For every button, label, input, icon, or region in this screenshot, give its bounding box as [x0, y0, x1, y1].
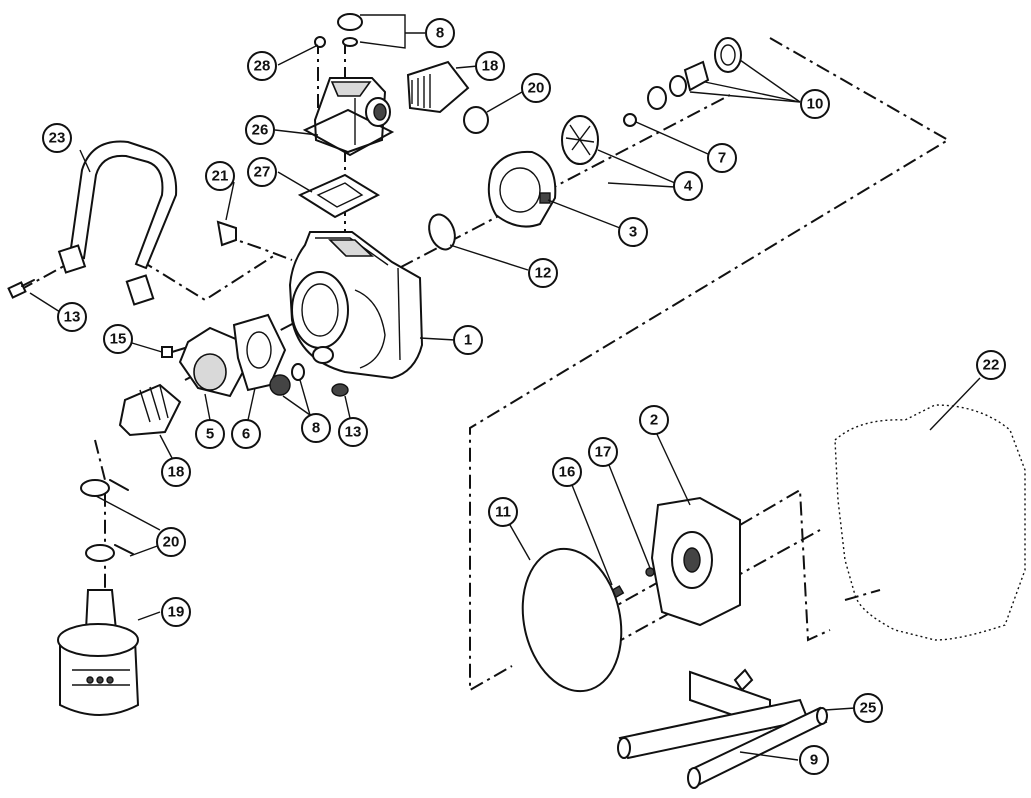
svg-text:20: 20: [528, 80, 545, 97]
callout-19: 19: [161, 597, 191, 627]
fitting-lower: [118, 383, 182, 437]
gasket-ring-11: [521, 547, 623, 693]
svg-text:20: 20: [163, 534, 180, 551]
callout-8-top: 8: [425, 18, 455, 48]
svg-text:13: 13: [345, 424, 362, 441]
svg-text:17: 17: [595, 444, 612, 461]
callout-1: 1: [453, 325, 483, 355]
svg-text:26: 26: [252, 122, 269, 139]
svg-text:8: 8: [436, 25, 444, 42]
callout-12: 12: [528, 258, 558, 288]
callout-13-left: 13: [57, 302, 87, 332]
drain-plug-8: [269, 363, 305, 396]
svg-text:27: 27: [254, 164, 271, 181]
fitting-top: [406, 60, 489, 134]
callout-17: 17: [588, 437, 618, 467]
callout-9: 9: [799, 745, 829, 775]
callout-23: 23: [42, 123, 72, 153]
callout-11: 11: [488, 497, 518, 527]
callout-20-bottom: 20: [156, 527, 186, 557]
svg-text:3: 3: [629, 224, 637, 241]
svg-text:10: 10: [807, 96, 824, 113]
hose-clamp-lower: [85, 544, 134, 562]
hose-clamp-upper: [80, 479, 129, 497]
callout-6: 6: [231, 419, 261, 449]
volute: [487, 150, 557, 228]
engine-outline: [834, 404, 1026, 641]
svg-text:4: 4: [684, 178, 693, 195]
flange-5: [178, 326, 247, 398]
callout-16: 16: [552, 457, 582, 487]
svg-text:13: 13: [64, 309, 81, 326]
assembly-lines: [19, 37, 950, 692]
base-frame: [617, 668, 828, 789]
svg-text:9: 9: [810, 752, 818, 769]
svg-text:25: 25: [860, 700, 877, 717]
svg-text:5: 5: [206, 426, 214, 443]
seal-housing-2: [650, 496, 741, 627]
svg-text:1: 1: [464, 332, 472, 349]
svg-text:16: 16: [559, 464, 576, 481]
label-21: [216, 220, 237, 247]
handle-frame: [57, 140, 178, 306]
svg-text:18: 18: [168, 464, 185, 481]
impeller: [561, 115, 599, 165]
svg-text:28: 28: [254, 58, 271, 75]
strainer: [57, 589, 140, 716]
callout-4: 4: [673, 171, 703, 201]
callout-27: 27: [247, 157, 277, 187]
callout-18-bottom: 18: [161, 457, 191, 487]
svg-text:21: 21: [212, 168, 229, 185]
tank-gasket: [297, 173, 381, 219]
leader-lines: [29, 14, 981, 761]
bolt-13-left: [7, 279, 35, 299]
callout-28: 28: [247, 51, 277, 81]
callout-13-right: 13: [338, 417, 368, 447]
svg-text:8: 8: [312, 420, 320, 437]
callout-25: 25: [853, 693, 883, 723]
svg-text:23: 23: [49, 130, 66, 147]
priming-tank: [302, 77, 395, 157]
svg-text:18: 18: [482, 58, 499, 75]
svg-text:22: 22: [983, 357, 1000, 374]
svg-text:12: 12: [535, 265, 552, 282]
seal-parts-10: [623, 37, 742, 127]
callout-3: 3: [618, 217, 648, 247]
svg-text:6: 6: [242, 426, 250, 443]
callout-5: 5: [195, 419, 225, 449]
callout-8-bottom: 8: [301, 413, 331, 443]
callout-15: 15: [103, 324, 133, 354]
callout-21: 21: [205, 161, 235, 191]
callout-18-top: 18: [475, 51, 505, 81]
svg-text:15: 15: [110, 331, 127, 348]
callout-22: 22: [976, 350, 1006, 380]
pump-body: [288, 231, 424, 380]
o-ring-12: [428, 213, 456, 251]
callout-10: 10: [800, 89, 830, 119]
callout-2: 2: [639, 405, 669, 435]
washer-17: [645, 567, 655, 577]
bolt-13-right: [331, 383, 349, 397]
svg-text:11: 11: [495, 504, 511, 521]
filler-cap-top: [337, 13, 363, 47]
svg-text:2: 2: [650, 412, 658, 429]
svg-text:19: 19: [168, 604, 185, 621]
callout-26: 26: [245, 115, 275, 145]
svg-text:7: 7: [718, 150, 726, 167]
callout-7: 7: [707, 143, 737, 173]
callout-20-top: 20: [521, 73, 551, 103]
